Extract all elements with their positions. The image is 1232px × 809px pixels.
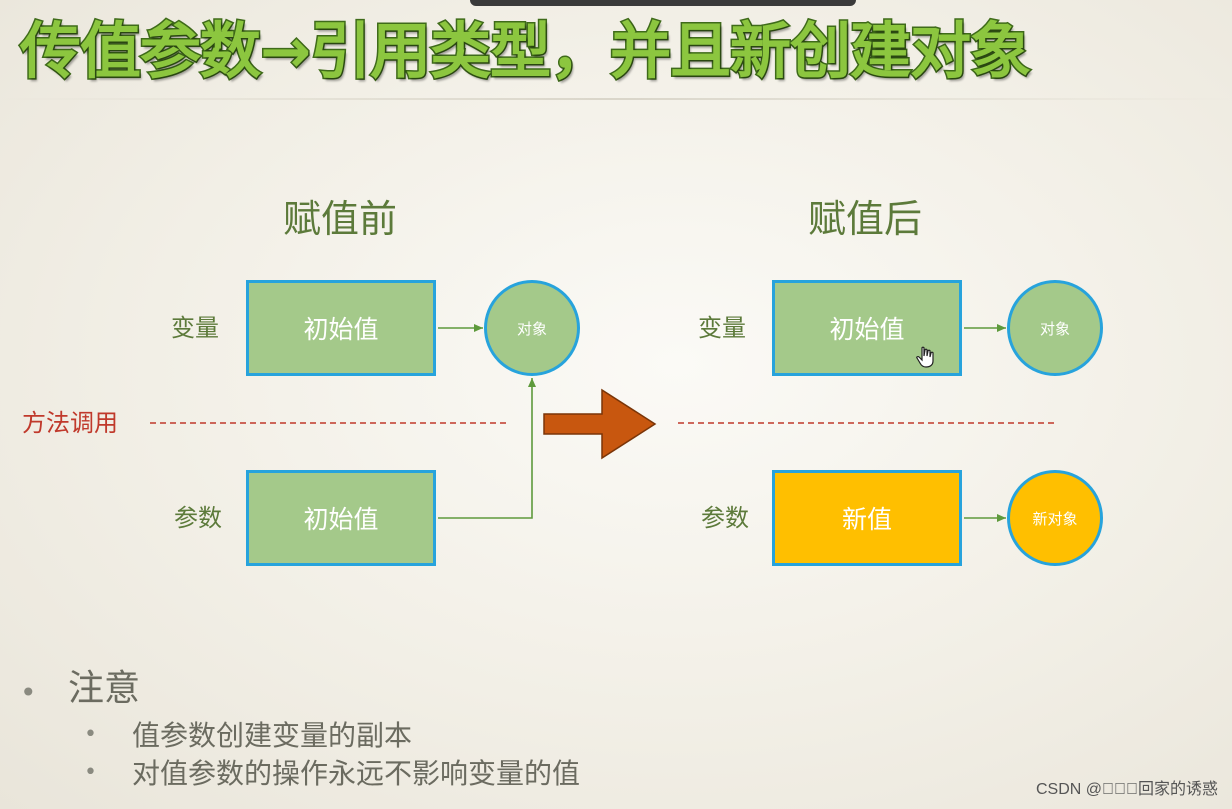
method-call-label: 方法调用 (22, 409, 118, 437)
before-param-to-object-arrow (438, 378, 536, 519)
notes-heading: 注意 (68, 668, 141, 709)
window-top-bar (470, 0, 856, 6)
note-item-bullet: • (84, 722, 97, 747)
after-object-circle: 对象 (1007, 280, 1103, 376)
title-divider (0, 98, 1232, 100)
note-item: 对值参数的操作永远不影响变量的值 (132, 757, 581, 790)
note-item-bullet: • (84, 760, 97, 785)
after-new-object-circle: 新对象 (1007, 470, 1103, 566)
before-param-label: 参数 (174, 504, 222, 532)
notes-bullet: • (20, 676, 37, 709)
hand-cursor-icon (916, 346, 934, 368)
after-param-label: 参数 (701, 504, 749, 532)
after-param-box: 新值 (772, 470, 962, 566)
csdn-watermark: CSDN @   回家的诱惑 (1035, 781, 1218, 798)
after-heading: 赋值后 (808, 197, 923, 241)
before-object-circle: 对象 (484, 280, 580, 376)
before-variable-box: 初始值 (246, 280, 436, 376)
slide-title: 传值参数→引用类型，并且新创建对象 (18, 15, 1032, 89)
before-variable-label: 变量 (171, 314, 219, 342)
note-item: 值参数创建变量的副本 (132, 719, 413, 752)
after-variable-label: 变量 (698, 314, 746, 342)
transition-arrow-icon (543, 388, 657, 460)
before-param-box: 初始值 (246, 470, 436, 566)
before-heading: 赋值前 (283, 197, 398, 241)
